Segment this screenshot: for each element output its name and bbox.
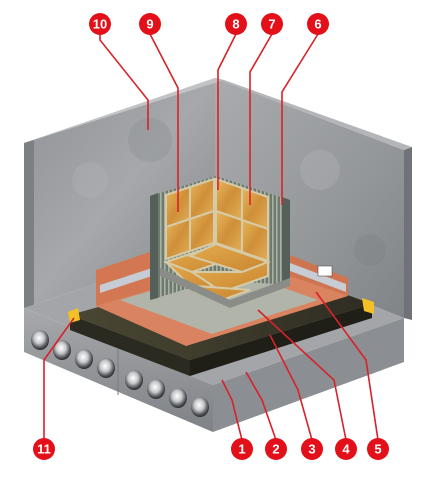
callout-2: 2 [265, 438, 287, 460]
callout-7-label: 7 [268, 17, 275, 32]
leader-4 [257, 309, 347, 441]
screed-right-face [190, 304, 372, 376]
leader-2 [245, 371, 277, 441]
callout-4-label: 4 [342, 442, 350, 457]
sealing-tape [68, 298, 374, 323]
callout-6: 6 [307, 13, 329, 35]
leader-11 [43, 317, 75, 440]
wall-tiles-right [215, 177, 269, 263]
callout-1: 1 [231, 438, 253, 460]
leader-lines [43, 32, 379, 441]
callout-10: 10 [89, 13, 111, 35]
leader-3 [269, 334, 313, 441]
callout-8-label: 8 [232, 17, 239, 32]
callout-5-label: 5 [374, 442, 381, 457]
callout-7: 7 [261, 13, 283, 35]
leader-8 [217, 33, 237, 190]
leader-10 [99, 32, 149, 130]
leader-6 [281, 33, 319, 205]
callout-3: 3 [301, 438, 323, 460]
callout-9-label: 9 [146, 17, 153, 32]
concrete-walls [24, 78, 412, 320]
callout-11: 11 [33, 438, 55, 460]
callout-10-label: 10 [93, 17, 107, 32]
wall-tiles-left [165, 177, 215, 261]
tiles [160, 177, 290, 308]
callout-1-label: 1 [238, 442, 245, 457]
leader-1 [221, 379, 243, 441]
screed-left-face [70, 315, 190, 376]
leader-5 [315, 291, 379, 441]
callout-2-label: 2 [272, 442, 279, 457]
callout-9: 9 [139, 13, 161, 35]
callout-badges: 10 9 8 7 6 11 1 2 [33, 13, 389, 460]
callout-11-label: 11 [37, 442, 51, 457]
callout-6-label: 6 [314, 17, 321, 32]
slab-pipes [31, 330, 209, 417]
left-wall-edge [24, 140, 34, 308]
callout-8: 8 [225, 13, 247, 35]
callout-4: 4 [335, 438, 357, 460]
left-wall-top [24, 78, 224, 143]
sealing-strips [100, 263, 346, 293]
right-wall-edge [404, 147, 412, 320]
right-wall-top [215, 78, 412, 150]
callout-5: 5 [367, 438, 389, 460]
leader-9 [149, 33, 179, 212]
callout-3-label: 3 [308, 442, 315, 457]
leader-7 [249, 33, 273, 205]
